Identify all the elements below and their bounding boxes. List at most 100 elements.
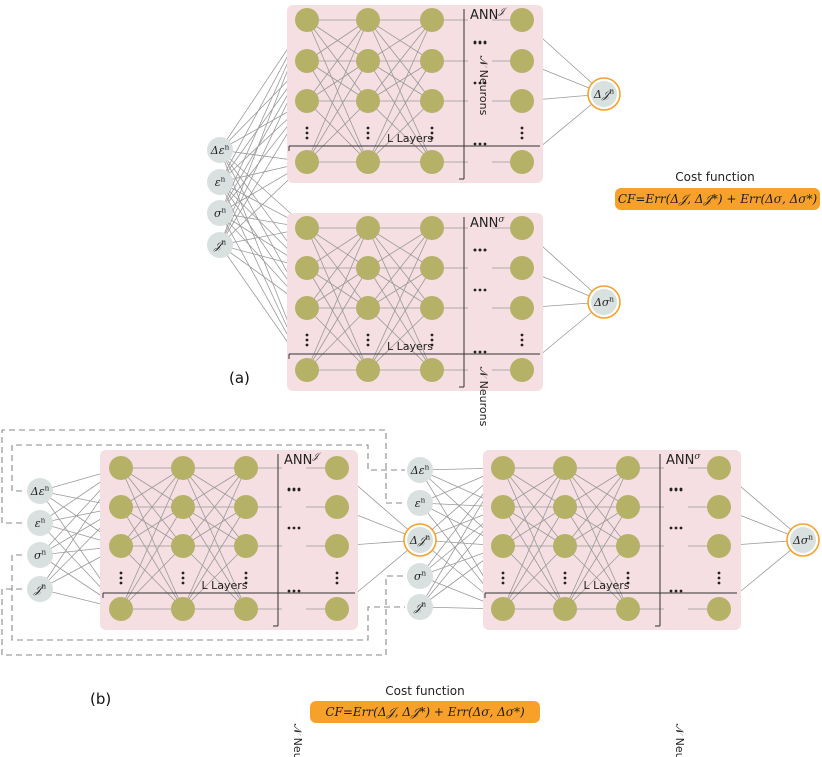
ellipsis-dot [181,576,185,580]
ellipsis-dot [287,488,291,492]
neuron [707,456,731,480]
hidden-edge [502,506,566,610]
hidden-edge [306,19,369,163]
input-node-bottom-right [407,563,433,589]
neuron [356,296,380,320]
output-node-core [790,527,816,553]
neuron [356,8,380,32]
ellipsis-dot [305,136,309,140]
ellipsis-dot [473,40,477,44]
ann-panel [287,5,543,183]
ann-title: ANNσ [666,452,701,468]
ellipsis-dot [478,350,482,354]
ellipsis-dot [520,338,524,342]
hidden-edge [564,467,629,547]
feedback-loop-e [1,429,405,524]
ann-panels [100,5,741,630]
ellipsis-dot [292,589,296,593]
neurons [27,8,820,621]
output-node-core [591,289,617,315]
ellipsis-dot [679,589,683,593]
neuron [553,495,577,519]
neuron [356,150,380,174]
input-node-top [207,232,233,258]
ellipsis-dot [119,576,123,580]
hidden-edge [182,506,247,610]
hidden-edge [306,227,369,371]
ellipsis-dot [244,581,248,585]
cost-function-title-bottom: Cost function [385,684,465,698]
ellipsis-dot [520,333,524,337]
ellipsis-dot [679,488,683,492]
output-label: Δ𝒥n [409,533,431,547]
neuron [295,358,319,382]
ellipsis-dot [563,576,567,580]
ellipsis-dot [563,571,567,575]
ellipsis-dot [478,248,482,252]
layers-label: L Layers [387,132,433,145]
input-label: σn [214,206,227,220]
input-label: Δεn [410,463,430,477]
output-label: Δσn [593,295,614,309]
hidden-edge [564,506,629,547]
ellipsis-dot [297,526,301,530]
ellipsis-dot [181,581,185,585]
neuron [491,456,515,480]
ellipsis-dot [669,526,673,530]
input-node-bottom-right [407,457,433,483]
ellipsis-dot [366,338,370,342]
hidden-edge [367,19,433,102]
ellipsis-dot [501,571,505,575]
neuron [356,358,380,382]
ellipsis-dot [366,333,370,337]
ellipsis-dot [501,581,505,585]
input-node-bottom-right [407,490,433,516]
neuron [356,49,380,73]
layers-label: L Layers [201,579,247,592]
input-node-top [207,200,233,226]
input-node-bottom-left [27,478,53,504]
neuron [325,597,349,621]
ellipsis-dot [297,488,301,492]
neuron [616,534,640,558]
ann-panel [100,450,358,630]
neuron [510,358,534,382]
input-node-top [207,137,233,163]
neuron [707,597,731,621]
hidden-edge [306,60,369,102]
hidden-edge [120,467,184,610]
hidden-edge [367,307,433,371]
neuron [234,597,258,621]
neuron [553,456,577,480]
ellipsis-dot [297,589,301,593]
ellipsis-dot [181,571,185,575]
ellipsis-dot [244,576,248,580]
ellipsis-dot [626,581,630,585]
ellipsis-dot [478,40,482,44]
ellipsis-dot [483,142,487,146]
neuron [356,89,380,113]
ellipsis-dot [626,576,630,580]
neuron [109,597,133,621]
ellipsis-dot [430,136,434,140]
input-label: σn [34,548,47,562]
neuron [420,358,444,382]
neuron [295,216,319,240]
hidden-edge [306,227,369,269]
hidden-edge [120,545,184,610]
ellipsis-dot [520,343,524,347]
neuron [234,495,258,519]
ellipsis-dot [335,581,339,585]
hidden-edge [367,267,433,371]
neuron [325,534,349,558]
neuron [356,216,380,240]
ellipsis-dot [366,131,370,135]
ellipsis-dot [366,126,370,130]
ellipsis-dot [483,350,487,354]
neuron [420,256,444,280]
ellipsis-dot [473,288,477,292]
panel-label-b: (b) [90,690,112,708]
hidden-edge [367,227,433,309]
